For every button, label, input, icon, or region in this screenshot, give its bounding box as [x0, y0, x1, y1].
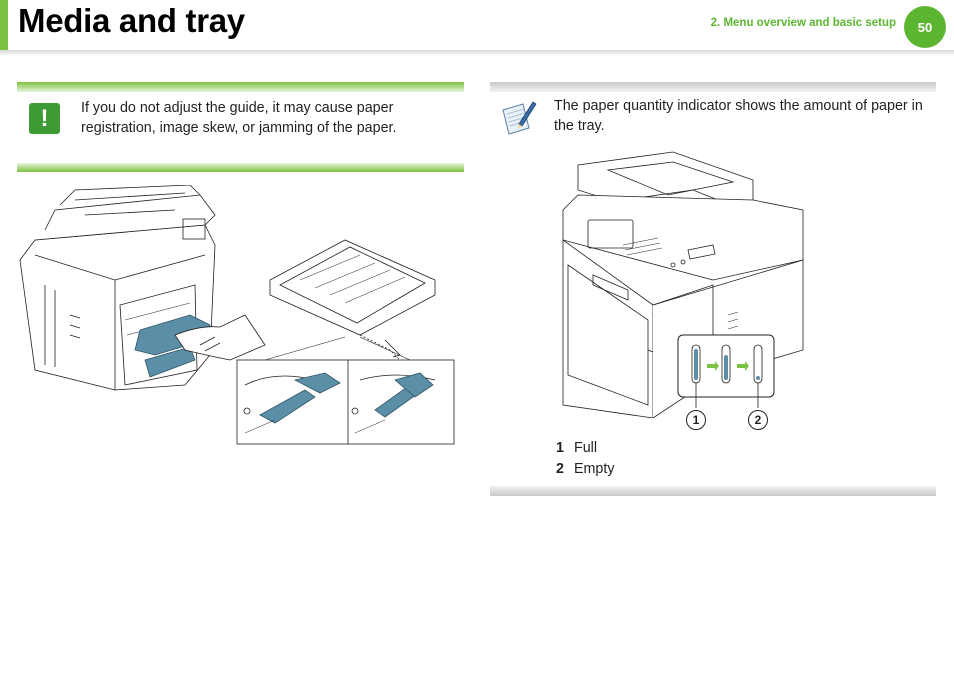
figure-legend: 1 Full 2 Empty: [556, 438, 615, 480]
header-accent-bar: [0, 0, 8, 50]
caution-bottom-border: [17, 163, 464, 172]
header-divider: [0, 50, 954, 56]
callout-2: 2: [748, 410, 768, 430]
note-bottom-border: [490, 486, 936, 496]
chapter-breadcrumb[interactable]: 2. Menu overview and basic setup: [710, 17, 896, 29]
legend-number: 2: [556, 461, 564, 477]
note-top-border: [490, 82, 936, 92]
legend-label: Full: [573, 440, 598, 456]
caution-text: If you do not adjust the guide, it may c…: [81, 100, 397, 136]
page-title: Media and tray: [18, 2, 245, 39]
legend-item: 1 Full: [556, 438, 615, 459]
legend-number: 1: [556, 440, 564, 456]
printer-rear-illustration: [19, 185, 455, 445]
legend-item: 2 Empty: [556, 459, 615, 480]
exclamation-icon: !: [29, 103, 60, 134]
legend-label: Empty: [573, 461, 615, 477]
caution-top-border: [17, 82, 464, 92]
callout-1: 1: [686, 410, 706, 430]
page-number-badge: 50: [904, 6, 946, 48]
printer-front-illustration: [562, 151, 804, 418]
note-text: The paper quantity indicator shows the a…: [554, 98, 923, 134]
note-pencil-icon: [502, 101, 537, 135]
